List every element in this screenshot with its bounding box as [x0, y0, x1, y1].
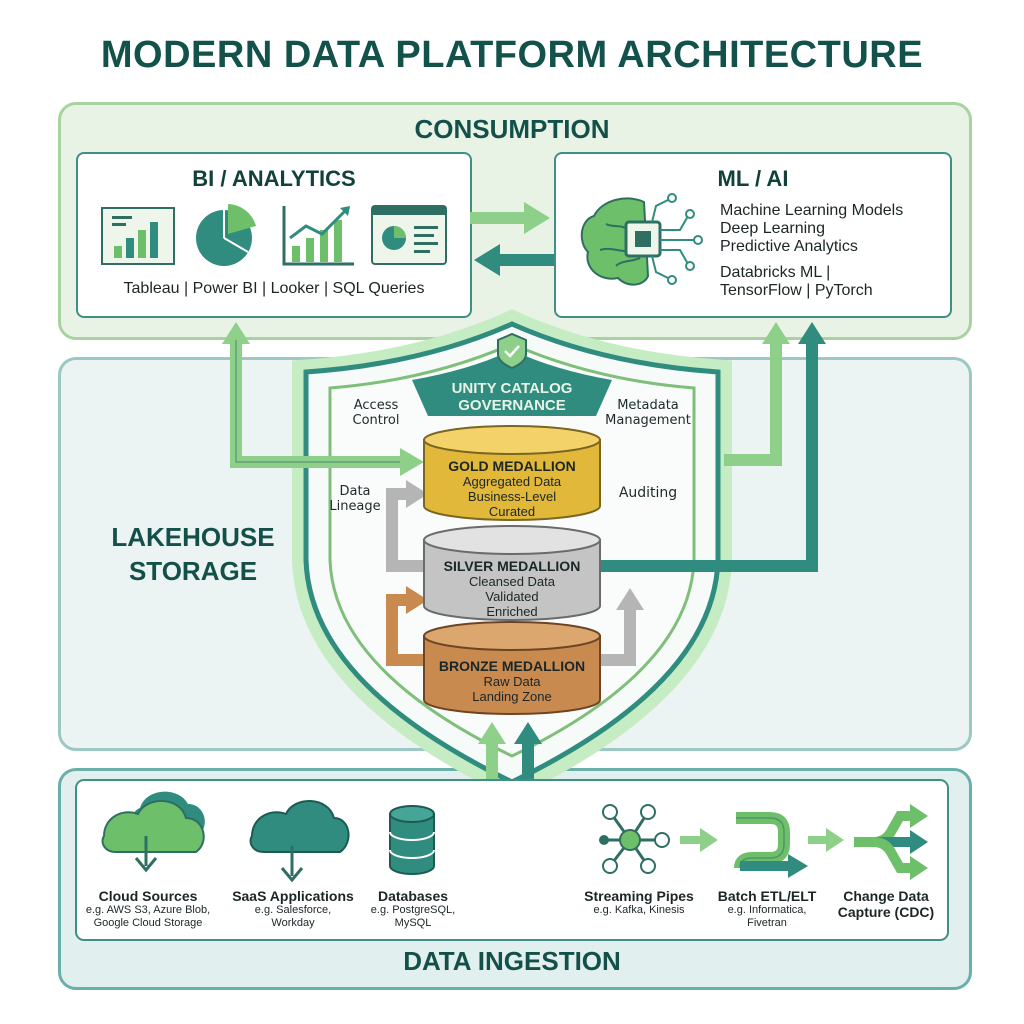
gold-line-1: Aggregated Data	[462, 474, 562, 489]
gold-cylinder	[423, 425, 601, 521]
databases-item: Databases e.g. PostgreSQL, MySQL	[358, 888, 468, 930]
cloud-sources-item: Cloud Sources e.g. AWS S3, Azure Blob, G…	[82, 888, 214, 930]
metadata-line-1: Metadata	[617, 398, 679, 413]
cloud-sources-sub-2: Google Cloud Storage	[93, 917, 203, 929]
silver-line-3: Enriched	[486, 604, 538, 619]
saas-sub-1: e.g. Salesforce,	[254, 904, 332, 916]
batch-sub-2: Fivetran	[747, 917, 787, 929]
ml-line-3: Predictive Analytics	[720, 238, 858, 255]
gold-line-2: Business-Level	[467, 489, 557, 504]
streaming-network-icon	[599, 804, 718, 874]
silver-cylinder	[423, 525, 601, 621]
metadata-management-label: Metadata Management	[600, 398, 696, 428]
silver-to-ml-arrow	[600, 322, 826, 572]
ml-line-1: Machine Learning Models	[720, 202, 904, 219]
lineage-line-2: Lineage	[329, 499, 381, 514]
bronze-cylinder	[423, 621, 601, 715]
batch-sub-1: e.g. Informatica,	[727, 904, 807, 916]
batch-title: Batch ETL/ELT	[717, 888, 817, 904]
bronze-medallion-label: BRONZE MEDALLION Raw Data Landing Zone	[424, 658, 600, 704]
dashboard-icon	[371, 205, 447, 265]
access-control-line-1: Access	[353, 398, 399, 413]
cloud-sources-icon	[101, 791, 205, 873]
cdc-title-line-2: Capture (CDC)	[837, 904, 935, 920]
shield-check-icon	[497, 332, 527, 370]
bronze-to-silver-arrow	[386, 586, 428, 666]
saas-title: SaaS Applications	[232, 888, 354, 904]
bronze-line-1: Raw Data	[483, 674, 541, 689]
bar-chart-icon	[101, 207, 175, 265]
bi-analytics-card: BI / ANALYTICS Tableau | Power BI | Look…	[76, 152, 472, 318]
silver-line-2: Validated	[485, 589, 539, 604]
ml-line-2: Deep Learning	[720, 220, 825, 237]
streaming-pipes-item: Streaming Pipes e.g. Kafka, Kinesis	[576, 888, 702, 917]
databases-sub-1: e.g. PostgreSQL,	[370, 904, 456, 916]
gold-to-ml-arrow	[724, 322, 790, 466]
silver-medallion-title: SILVER MEDALLION	[443, 558, 581, 574]
data-ingestion-label: DATA INGESTION	[403, 946, 621, 976]
consumption-label: CONSUMPTION	[414, 114, 610, 144]
trend-chart-icon	[282, 206, 354, 266]
streaming-sub-1: e.g. Kafka, Kinesis	[593, 904, 685, 916]
auditing-label: Auditing	[618, 485, 678, 501]
ml-frameworks-2: TensorFlow | PyTorch	[720, 282, 873, 299]
lineage-line-1: Data	[339, 484, 371, 499]
page-title: MODERN DATA PLATFORM ARCHITECTURE	[100, 34, 924, 76]
brain-chip-icon	[580, 193, 703, 286]
access-control-label: Access Control	[336, 398, 416, 428]
lakehouse-label-line-1: LAKEHOUSE	[111, 522, 275, 552]
database-icon	[389, 805, 435, 875]
saas-sub-2: Workday	[271, 917, 315, 929]
bronze-medallion-title: BRONZE MEDALLION	[438, 658, 586, 674]
ml-ai-card: ML / AI Machine Learning Models Deep Lea…	[554, 152, 952, 318]
batch-etl-pipe-icon	[734, 812, 844, 878]
streaming-title: Streaming Pipes	[584, 888, 694, 904]
lakehouse-label-line-2: STORAGE	[128, 556, 258, 586]
silver-right-loop-arrow	[600, 588, 644, 666]
access-control-line-2: Control	[352, 413, 400, 428]
bi-analytics-title: BI / ANALYTICS	[192, 166, 356, 191]
silver-line-1: Cleansed Data	[469, 574, 555, 589]
databases-sub-2: MySQL	[394, 917, 432, 929]
unity-catalog-line-1: UNITY CATALOG	[451, 380, 573, 397]
bronze-line-2: Landing Zone	[472, 689, 552, 704]
silver-medallion-label: SILVER MEDALLION Cleansed Data Validated…	[424, 558, 600, 619]
silver-to-gold-arrow	[386, 480, 428, 572]
cloud-sources-sub-1: e.g. AWS S3, Azure Blob,	[85, 904, 211, 916]
cloud-sources-title: Cloud Sources	[98, 888, 198, 904]
cdc-item: Change Data Capture (CDC)	[830, 888, 942, 920]
ml-to-bi-arrow	[474, 244, 554, 276]
unity-catalog-line-2: GOVERNANCE	[458, 397, 566, 414]
unity-catalog-title: UNITY CATALOG GOVERNANCE	[412, 380, 612, 414]
gold-medallion-title: GOLD MEDALLION	[448, 458, 576, 474]
ml-frameworks-1: Databricks ML |	[720, 264, 831, 281]
cdc-title-line-1: Change Data	[843, 888, 929, 904]
bi-to-ml-arrow	[470, 202, 550, 234]
batch-etl-item: Batch ETL/ELT e.g. Informatica, Fivetran	[712, 888, 822, 930]
gold-to-bi-arrow	[222, 322, 424, 476]
change-data-capture-icon	[854, 804, 928, 880]
pie-chart-icon	[196, 204, 256, 266]
gold-medallion-label: GOLD MEDALLION Aggregated Data Business-…	[424, 458, 600, 519]
metadata-line-2: Management	[605, 413, 691, 428]
bi-tools-text: Tableau | Power BI | Looker | SQL Querie…	[123, 280, 425, 297]
databases-title: Databases	[377, 888, 449, 904]
gold-line-3: Curated	[488, 504, 536, 519]
lakehouse-label: LAKEHOUSE STORAGE	[100, 520, 286, 588]
ml-ai-title: ML / AI	[717, 166, 789, 191]
data-lineage-label: Data Lineage	[328, 484, 382, 514]
saas-cloud-icon	[249, 800, 350, 883]
saas-applications-item: SaaS Applications e.g. Salesforce, Workd…	[228, 888, 358, 930]
